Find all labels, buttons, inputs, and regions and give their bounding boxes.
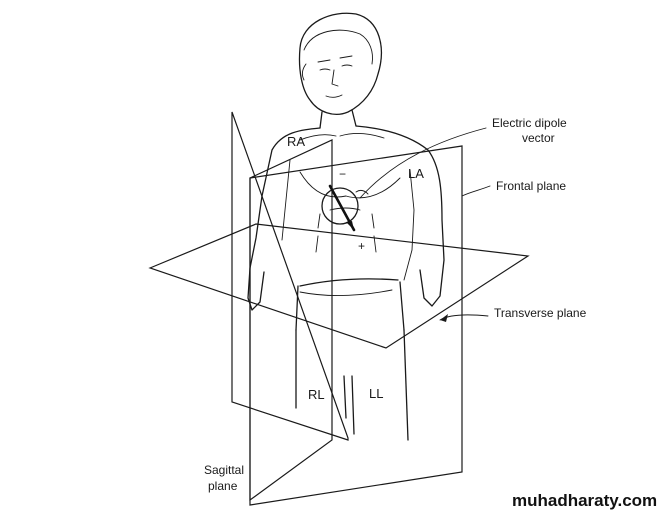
left-inner-arm bbox=[403, 169, 415, 281]
abdomen-top bbox=[329, 207, 361, 211]
label-ll: LL bbox=[369, 386, 383, 401]
left-leg-outer bbox=[403, 329, 409, 441]
collar-bones bbox=[299, 133, 385, 141]
label-la: LA bbox=[408, 166, 424, 181]
hips bbox=[295, 281, 405, 331]
heart-dipole bbox=[321, 184, 369, 232]
transverse-plane bbox=[148, 223, 530, 349]
transverse-leader-arrowhead bbox=[440, 314, 448, 322]
waist-front bbox=[299, 278, 399, 287]
left-arm-outline bbox=[355, 125, 445, 307]
frontal-plane bbox=[249, 145, 463, 506]
label-rl: RL bbox=[308, 387, 325, 402]
label-ra: RA bbox=[287, 134, 305, 149]
heart-circle bbox=[321, 187, 359, 225]
label-dipole-line1: Electric dipole bbox=[492, 116, 567, 130]
watermark-text: muhadharaty.com bbox=[512, 491, 657, 510]
eyes bbox=[319, 64, 353, 71]
hairline bbox=[303, 29, 373, 65]
ear bbox=[301, 63, 307, 81]
sagittal-plane-front bbox=[249, 139, 333, 502]
dipole-arrowhead bbox=[346, 221, 354, 230]
head-outline bbox=[298, 12, 382, 115]
label-plus: + bbox=[358, 239, 365, 253]
nose bbox=[331, 69, 339, 87]
eyebrows bbox=[317, 55, 353, 63]
neck bbox=[319, 109, 357, 129]
label-transverse: Transverse plane bbox=[494, 306, 587, 320]
label-dipole-line2: vector bbox=[522, 131, 555, 145]
inner-legs bbox=[343, 375, 355, 435]
human-figure bbox=[247, 12, 445, 441]
label-sagittal-line1: Sagittal bbox=[204, 463, 244, 477]
heart-curve bbox=[355, 189, 369, 195]
label-sagittal-line2: plane bbox=[208, 479, 238, 493]
pelvis-line bbox=[299, 289, 393, 296]
label-frontal: Frontal plane bbox=[496, 179, 566, 193]
right-arm-outline bbox=[247, 127, 321, 311]
frontal-leader-line bbox=[461, 185, 491, 197]
mouth bbox=[325, 94, 343, 98]
pectorals bbox=[299, 171, 401, 199]
abdominal-lines bbox=[315, 213, 377, 253]
label-minus: − bbox=[339, 167, 346, 181]
sagittal-plane-back bbox=[231, 111, 349, 441]
dipole-leader-line bbox=[359, 127, 487, 199]
